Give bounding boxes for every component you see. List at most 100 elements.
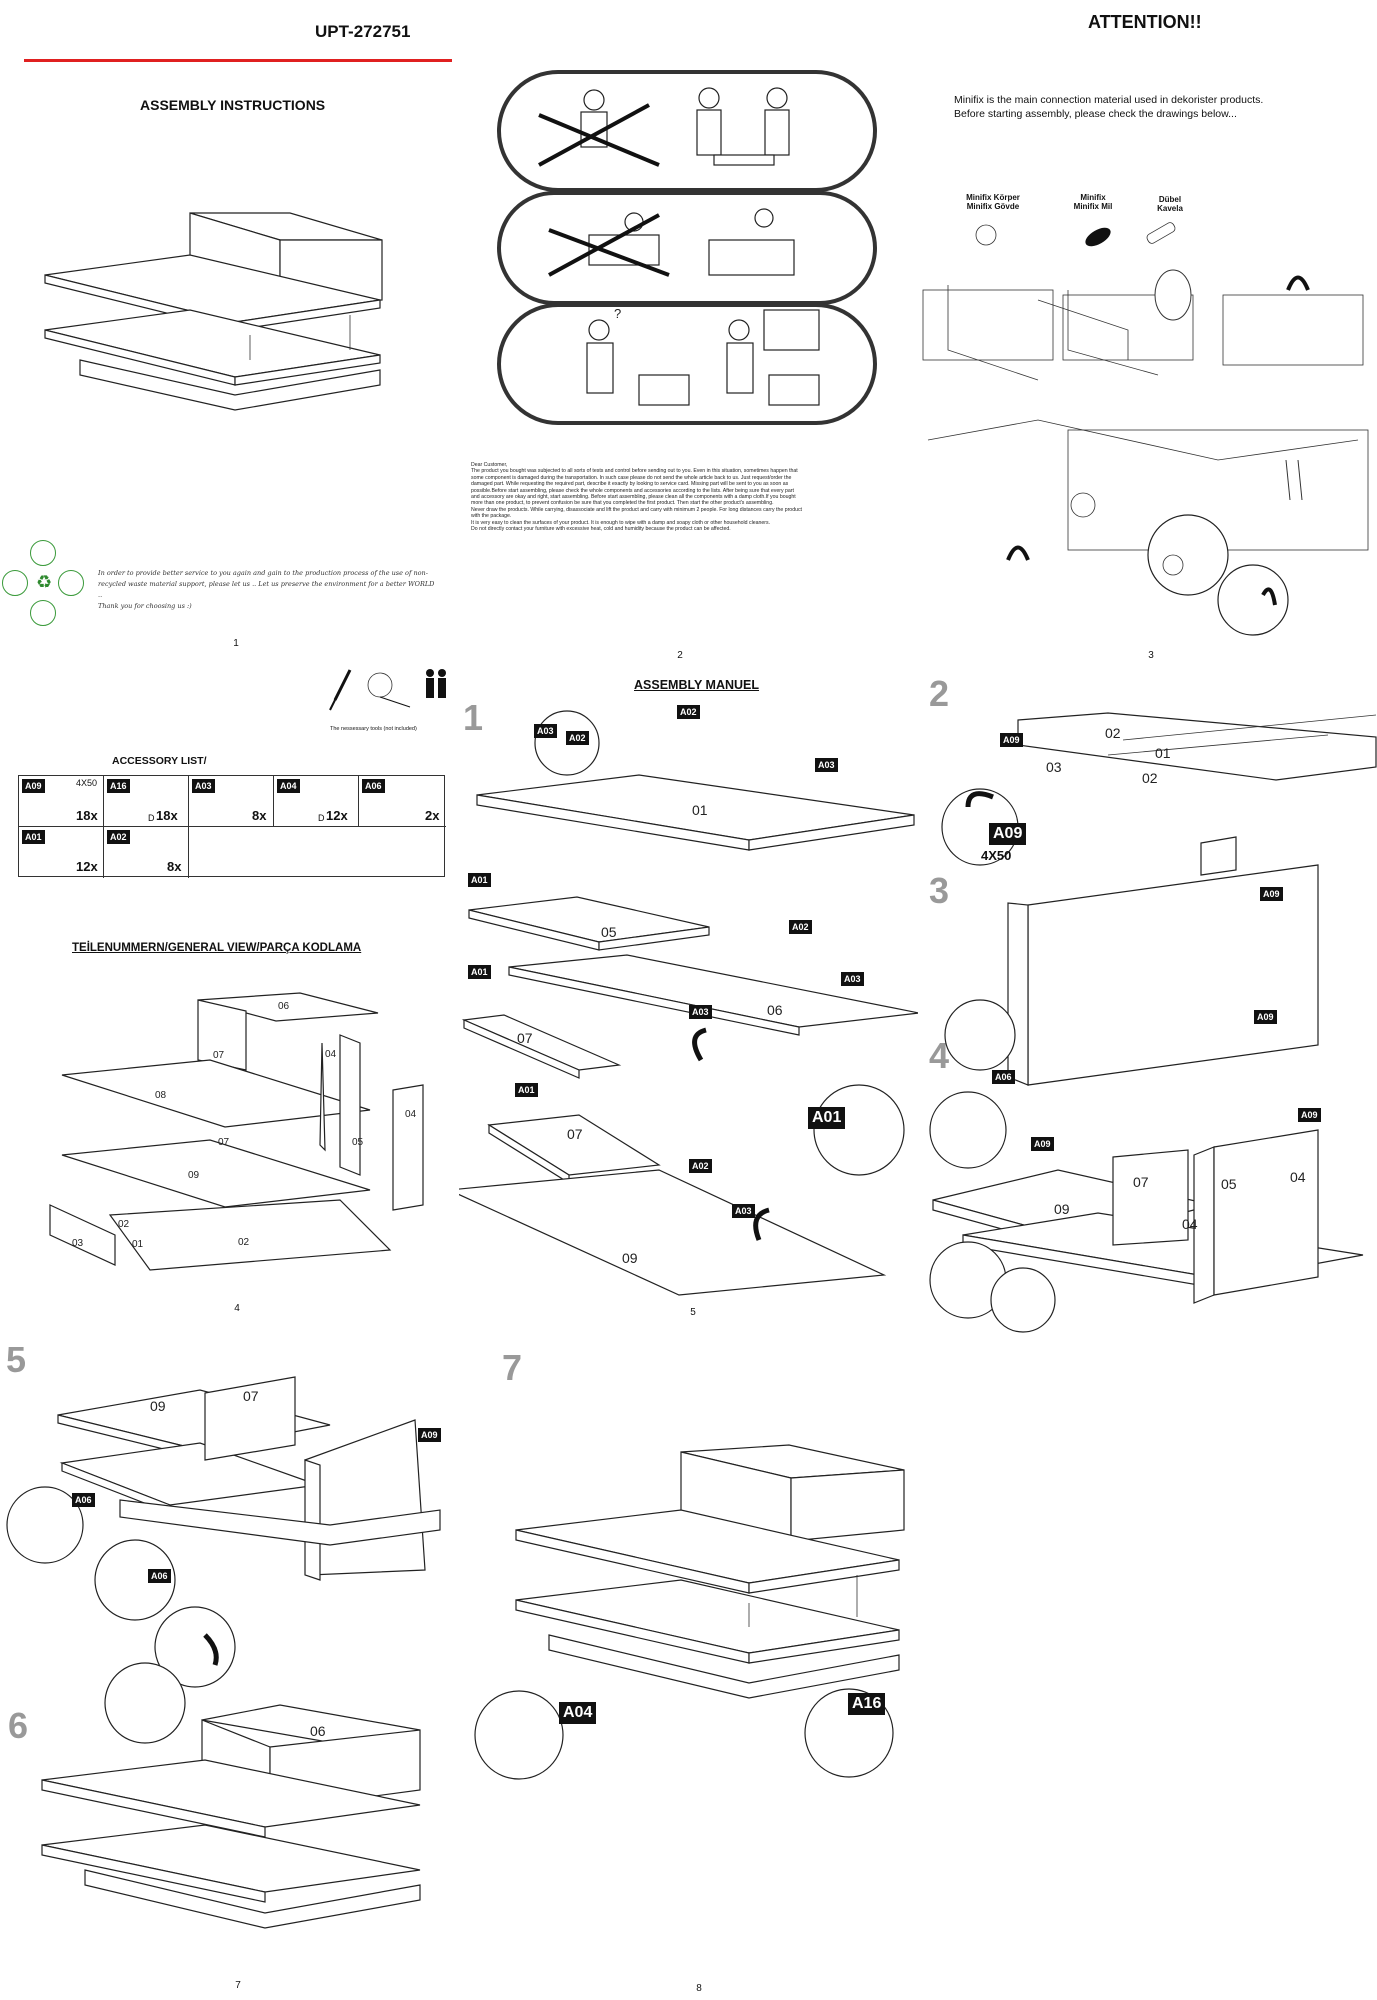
code-tag: A02 <box>677 705 700 719</box>
part-label: 09 <box>1054 1201 1070 1217</box>
part-label: 03 <box>72 1238 84 1249</box>
code-tag: A06 <box>72 1493 95 1507</box>
part-label: 09 <box>622 1250 638 1266</box>
panel-accessories: The nessessary tools (not included) ACCE… <box>0 665 459 1335</box>
part-label: 07 <box>243 1388 259 1404</box>
spec: D <box>318 813 325 823</box>
part-label: 07 <box>517 1030 533 1046</box>
step-number: 1 <box>463 697 484 738</box>
qty: 8x <box>252 808 267 823</box>
code-tag: A16 <box>848 1693 886 1715</box>
notice-heading: Dear Customer, <box>471 462 508 468</box>
tools-illustration <box>329 669 446 711</box>
part-label: 05 <box>601 924 617 940</box>
code-tag: A09 <box>418 1428 441 1442</box>
part-label: 02 <box>118 1219 130 1230</box>
notice-line: with the package. <box>471 513 512 520</box>
notice-line: damaged part. While requesting the requi… <box>471 481 789 488</box>
part-label: Kavela <box>1157 204 1183 213</box>
code-tag: A02 <box>107 830 130 844</box>
step1-drawing: 01 05 06 07 07 09 <box>459 710 918 1296</box>
step7-drawing <box>474 1444 905 1780</box>
notice-line: and accessory are okay and right, start … <box>471 494 796 501</box>
step-number: 7 <box>502 1347 523 1388</box>
notice-line: some component is damaged during the tra… <box>471 474 792 481</box>
part-label: 01 <box>132 1239 144 1250</box>
part-label: 01 <box>692 802 708 818</box>
steps-5-6-drawing: 09 07 06 <box>6 1376 441 1929</box>
recycle-bottom-icon <box>30 600 56 626</box>
header-rule <box>24 59 452 62</box>
screw-spec: 4X50 <box>981 848 1012 863</box>
page-number: 2 <box>677 650 683 661</box>
eco-message: In order to provide better service to yo… <box>98 568 438 612</box>
panel-step7: 7 A04 A16 8 <box>459 1335 918 2000</box>
panel-step1: ASSEMBLY MANUEL 1 01 05 06 07 07 09 A03 … <box>459 665 918 1335</box>
part-label: 08 <box>155 1090 167 1101</box>
accessory-title: ACCESSORY LIST/ <box>112 755 207 767</box>
spec: D <box>148 813 155 823</box>
code-tag: A09 <box>1031 1137 1054 1151</box>
code-tag: A01 <box>515 1083 538 1097</box>
part-label: Minifix Körper <box>966 193 1020 202</box>
part-label: 06 <box>278 1001 290 1012</box>
part-label: 01 <box>1155 745 1171 761</box>
part-label: 07 <box>1133 1174 1149 1190</box>
general-view-title: TEİLENUMMERN/GENERAL VIEW/PARÇA KODLAMA <box>72 942 362 954</box>
svg-text:?: ? <box>614 306 621 321</box>
page-number: 6 <box>918 1316 923 1327</box>
page-number: 1 <box>233 638 239 649</box>
eco-line-2: recycled waste material support, please … <box>98 580 435 599</box>
page-number: 8 <box>696 1983 702 1994</box>
part-label: 07 <box>218 1137 230 1148</box>
panel-cover: UPT-272751 ASSEMBLY INSTRUCTIONS ♻ In or… <box>0 0 459 660</box>
part-label: 04 <box>1182 1216 1198 1232</box>
eco-line-1: In order to provide better service to yo… <box>98 569 428 577</box>
part-label: 09 <box>188 1170 200 1181</box>
step-number: 2 <box>929 673 950 714</box>
accessory-a04: A04 D 12x <box>274 776 359 827</box>
part-label: 07 <box>567 1126 583 1142</box>
part-label: 05 <box>1221 1176 1237 1192</box>
page-number: 4 <box>234 1303 240 1314</box>
assembly-title: ASSEMBLY MANUEL <box>634 678 760 692</box>
steps-2-4-drawing: 02 01 03 02 07 05 04 09 04 <box>929 712 1377 1333</box>
intro-line-1: Minifix is the main connection material … <box>954 94 1264 106</box>
part-label: 04 <box>1290 1169 1306 1185</box>
accessory-a03: A03 8x <box>189 776 274 827</box>
recycle-right-icon <box>58 570 84 596</box>
code-tag: A03 <box>815 758 838 772</box>
page-number: 5 <box>690 1307 696 1318</box>
minifix-part-dowel: Dübel Kavela <box>1140 195 1200 213</box>
step-number: 4 <box>929 1035 950 1076</box>
code-tag: A03 <box>841 972 864 986</box>
part-label: Dübel <box>1158 195 1182 204</box>
general-view-drawing: 06 07 04 08 05 04 07 09 02 03 01 02 <box>49 992 424 1271</box>
code-tag: A06 <box>992 1070 1015 1084</box>
notice-line: more than one product, to prevent confus… <box>471 500 774 507</box>
minifix-intro: Minifix is the main connection material … <box>954 93 1263 121</box>
accessory-a02: A02 8x <box>104 827 189 878</box>
page-number: 7 <box>235 1980 241 1991</box>
accessory-table: A09 4X50 18x A16 D 18x A03 8x A04 D 12x … <box>18 775 446 878</box>
attention-title: ATTENTION!! <box>1088 12 1202 32</box>
part-label: 03 <box>1046 759 1062 775</box>
part-label: 02 <box>238 1237 250 1248</box>
notice-line: The product you bought was subjected to … <box>471 468 798 475</box>
accessory-a09: A09 4X50 18x <box>19 776 104 827</box>
code-tag: A01 <box>468 965 491 979</box>
code-tag: A02 <box>689 1159 712 1173</box>
accessory-a01: A01 12x <box>19 827 104 878</box>
code-tag: A02 <box>566 731 589 745</box>
notice-line: Never draw the products. While carrying,… <box>471 506 802 513</box>
code-tag: A04 <box>559 1702 597 1724</box>
code-tag: A06 <box>362 779 385 793</box>
minifix-part-shaft: Minifix Minifix Mil <box>1058 193 1128 211</box>
code-tag: A01 <box>22 830 45 844</box>
code-tag: A09 <box>22 779 45 793</box>
part-label: 04 <box>325 1049 337 1060</box>
notice-line: possible.Before start assembling, please… <box>471 487 794 494</box>
qty: 12x <box>326 808 348 823</box>
panel-steps-2-4: 2 3 4 02 01 03 02 07 05 04 09 04 A09 A09… <box>918 665 1377 1335</box>
furniture-drawing-cover <box>44 212 383 411</box>
